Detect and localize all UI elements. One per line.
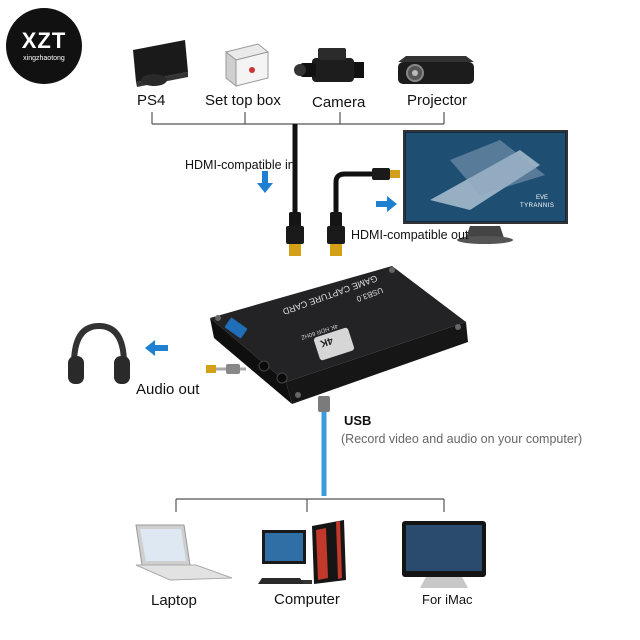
projector-icon xyxy=(398,56,474,84)
logo-mark: XZT xyxy=(21,28,67,53)
headphones-icon xyxy=(68,322,130,384)
desktop-computer-icon xyxy=(258,520,346,584)
monitor-brand-text: EVE xyxy=(536,195,549,201)
hdmi-out-cable xyxy=(327,168,400,256)
target-label-laptop: Laptop xyxy=(151,592,197,609)
target-label-imac: For iMac xyxy=(422,592,473,607)
source-bracket xyxy=(151,112,445,125)
capture-card-device xyxy=(210,266,468,404)
laptop-icon xyxy=(135,524,233,581)
imac-icon xyxy=(402,521,486,588)
source-label-projector: Projector xyxy=(407,92,468,109)
usb-label: USB xyxy=(344,413,372,428)
target-label-computer: Computer xyxy=(274,591,340,608)
hdmi-out-label: HDMI-compatible out xyxy=(351,228,469,242)
hdmi-in-label: HDMI-compatible in xyxy=(185,158,295,172)
audio-out-label: Audio out xyxy=(136,381,200,398)
audio-cable xyxy=(206,364,246,374)
set-top-box-icon xyxy=(224,43,270,88)
logo-subtext: xingzhaotong xyxy=(23,55,65,62)
video-camera-icon xyxy=(294,48,364,82)
brand-logo: XZT xingzhaotong xyxy=(6,8,82,84)
target-bracket xyxy=(175,498,445,512)
audio-out-arrow xyxy=(145,340,168,356)
hdmi-out-arrow xyxy=(376,196,397,212)
ps4-console-icon xyxy=(133,40,188,87)
hdmi-in-arrow xyxy=(257,171,273,193)
monitor-icon xyxy=(403,130,568,244)
usb-note: (Record video and audio on your computer… xyxy=(341,432,583,446)
source-label-set-top-box: Set top box xyxy=(205,92,281,109)
usb-cable xyxy=(318,396,330,496)
monitor-title-text: TYRANNIS xyxy=(520,203,555,209)
hdmi-in-cable xyxy=(286,124,304,256)
source-label-camera: Camera xyxy=(312,94,366,111)
source-label-ps4: PS4 xyxy=(137,92,166,109)
